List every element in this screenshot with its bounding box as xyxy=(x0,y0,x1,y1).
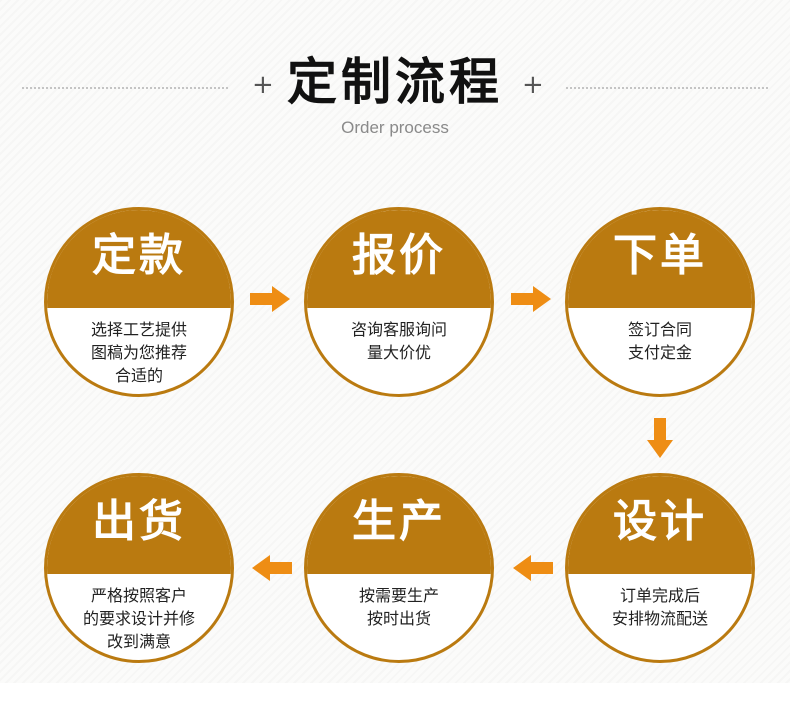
arrow-right-icon xyxy=(511,286,551,312)
step-2-header xyxy=(307,210,491,308)
step-1-line-3: 合适的 xyxy=(114,366,163,385)
step-4-title: 设计 xyxy=(613,496,707,547)
arrow-left-icon xyxy=(252,555,292,581)
step-circle-2: 报价 咨询客服询问 量大价优 xyxy=(304,207,494,397)
step-3-header xyxy=(568,210,752,308)
header: + 定制流程 + Order process xyxy=(0,0,790,150)
step-2-line-2: 量大价优 xyxy=(366,343,431,362)
step-1-description: 选择工艺提供 图稿为您推荐 合适的 xyxy=(65,318,213,387)
arrow-left-icon xyxy=(513,555,553,581)
plus-icon-left: + xyxy=(252,70,274,100)
page-subtitle: Order process xyxy=(341,118,449,137)
plus-icon-right: + xyxy=(522,70,544,100)
step-3-line-1: 签订合同 xyxy=(627,320,692,339)
step-6-description: 严格按照客户 的要求设计并修 改到满意 xyxy=(65,584,213,653)
page-title: 定制流程 xyxy=(287,53,503,111)
step-2-title: 报价 xyxy=(352,230,446,281)
step-circle-3: 下单 签订合同 支付定金 xyxy=(565,207,755,397)
step-5-line-1: 按需要生产 xyxy=(358,586,439,605)
step-1-line-2: 图稿为您推荐 xyxy=(90,343,187,362)
step-6-line-2: 的要求设计并修 xyxy=(82,609,195,628)
step-2-line-1: 咨询客服询问 xyxy=(350,320,447,339)
step-1-line-1: 选择工艺提供 xyxy=(90,320,187,339)
step-3-line-2: 支付定金 xyxy=(627,343,692,362)
step-6-line-3: 改到满意 xyxy=(106,632,171,651)
step-6-title: 出货 xyxy=(92,496,186,547)
step-2-description: 咨询客服询问 量大价优 xyxy=(325,318,473,364)
step-6-header xyxy=(47,476,231,574)
step-4-description: 订单完成后 安排物流配送 xyxy=(586,584,734,630)
step-3-title: 下单 xyxy=(613,230,707,281)
step-4-line-1: 订单完成后 xyxy=(619,586,700,605)
left-dotted-divider xyxy=(22,87,228,89)
arrow-down-icon xyxy=(647,418,673,458)
step-1-title: 定款 xyxy=(92,230,186,281)
step-6-line-1: 严格按照客户 xyxy=(90,586,187,605)
arrow-right-icon xyxy=(250,286,290,312)
step-circle-5: 生产 按需要生产 按时出货 xyxy=(304,473,494,663)
step-5-description: 按需要生产 按时出货 xyxy=(325,584,473,630)
step-5-line-2: 按时出货 xyxy=(366,609,431,628)
step-5-header xyxy=(307,476,491,574)
step-circle-6: 出货 严格按照客户 的要求设计并修 改到满意 xyxy=(44,473,234,663)
step-1-header xyxy=(47,210,231,308)
bottom-band xyxy=(0,683,790,701)
step-5-title: 生产 xyxy=(352,496,446,547)
step-4-line-2: 安排物流配送 xyxy=(611,609,708,628)
step-4-header xyxy=(568,476,752,574)
step-circle-1: 定款 选择工艺提供 图稿为您推荐 合适的 xyxy=(44,207,234,397)
step-3-description: 签订合同 支付定金 xyxy=(586,318,734,364)
right-dotted-divider xyxy=(566,87,768,89)
step-circle-4: 设计 订单完成后 安排物流配送 xyxy=(565,473,755,663)
